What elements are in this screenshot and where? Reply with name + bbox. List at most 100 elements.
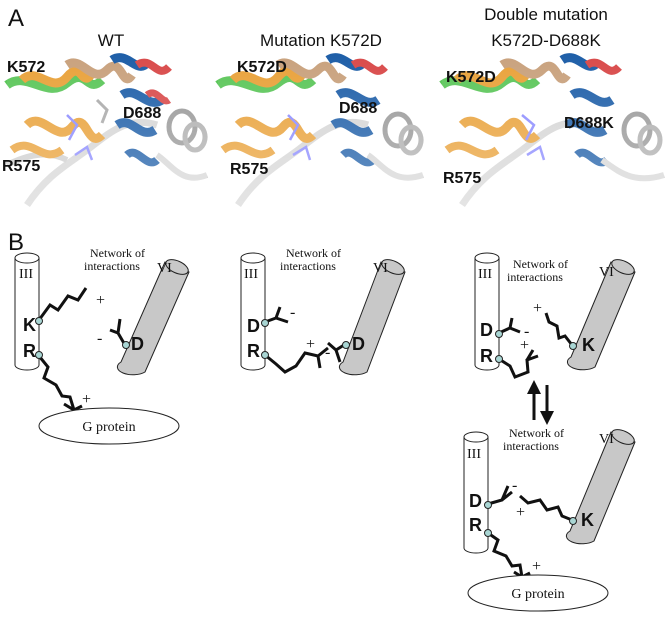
aspartate-sidechain-wt xyxy=(109,318,127,346)
residue-d-double-top: D xyxy=(480,320,493,340)
network-label-double-top-1: Network of xyxy=(513,257,568,271)
residue-r-wt: R xyxy=(23,341,36,361)
structure-2-label-mid: D688 xyxy=(339,100,377,117)
network-label-wt-2: interactions xyxy=(84,259,140,273)
lysine-sidechain-double-top xyxy=(544,312,574,346)
helix-iii-label-single: III xyxy=(244,267,258,282)
structure-3-label-mid: D688K xyxy=(564,115,614,132)
lysine-sidechain-double-bottom xyxy=(519,494,573,522)
helix-vi-single xyxy=(338,259,406,376)
residue-node-d2-single xyxy=(342,341,350,349)
residue-node-d-double-top xyxy=(495,330,503,338)
helix-iii-label-double-bottom: III xyxy=(467,447,481,462)
structure-1-label-bottom: R575 xyxy=(2,158,40,175)
structure-1-label-top: K572 xyxy=(7,59,45,76)
structure-1-title: WT xyxy=(98,31,124,50)
g-protein-label-wt: G protein xyxy=(82,420,135,435)
diagram-double-bottom: III VI Network of interactions - + + D R… xyxy=(463,426,636,612)
structure-image-k572d xyxy=(215,53,424,210)
network-label-double-top-2: interactions xyxy=(507,270,563,284)
residue-k-double-bottom: K xyxy=(581,510,594,530)
helix-vi-wt xyxy=(116,259,190,376)
aspartate-sidechain-single-top xyxy=(264,306,289,324)
residue-r-single: R xyxy=(247,341,260,361)
plus-sign-wt-2: + xyxy=(82,391,91,408)
g-protein-label-double: G protein xyxy=(511,587,564,602)
diagram-double-top: III VI Network of interactions + - + D R… xyxy=(474,252,636,379)
residue-node-k-double-top xyxy=(569,342,577,350)
aspartate-sidechain-single-right xyxy=(327,341,345,363)
residue-node-d-double-bottom xyxy=(484,501,492,509)
network-label-single-1: Network of xyxy=(286,246,341,260)
minus-sign-double-bottom: - xyxy=(512,477,517,494)
residue-node-d-wt xyxy=(122,341,130,349)
structure-image-wt xyxy=(4,53,209,210)
residue-node-k-wt xyxy=(35,317,43,325)
residue-d-double-bottom: D xyxy=(469,491,482,511)
minus-sign-single-1: - xyxy=(290,304,295,321)
equilibrium-arrows xyxy=(527,380,554,425)
structure-3-label-bottom: R575 xyxy=(443,170,481,187)
structure-2-label-top: K572D xyxy=(237,59,287,76)
helix-vi-double-top xyxy=(566,259,636,371)
helix-vi-label-double-bottom: VI xyxy=(599,432,614,447)
plus-sign-double-top-1: + xyxy=(533,300,542,317)
residue-node-r-wt xyxy=(35,351,43,359)
structure-3-label-top: K572D xyxy=(446,69,496,86)
g-protein-double xyxy=(467,574,609,612)
residue-d-wt: D xyxy=(131,334,144,354)
structure-image-double xyxy=(439,53,665,210)
lysine-sidechain-wt xyxy=(37,287,88,321)
plus-sign-double-bottom-1: + xyxy=(516,504,525,521)
helix-vi-label-single: VI xyxy=(373,261,388,276)
residue-k-wt: K xyxy=(23,315,36,335)
helix-iii-wt xyxy=(14,252,40,371)
helix-iii-double-top xyxy=(474,252,500,371)
helix-iii-label-double-top: III xyxy=(478,267,492,282)
residue-node-k-double-bottom xyxy=(569,517,577,525)
aspartate-sidechain-double-bottom xyxy=(487,485,513,506)
panel-a-letter: A xyxy=(8,5,24,32)
helix-iii-double-bottom xyxy=(463,431,489,554)
residue-k-double-top: K xyxy=(582,335,595,355)
g-protein-wt xyxy=(38,407,180,445)
structure-2-label-bottom: R575 xyxy=(230,161,268,178)
residue-r-double-top: R xyxy=(480,346,493,366)
residue-d2-single: D xyxy=(352,334,365,354)
structure-3-title-line-2: K572D-D688K xyxy=(491,31,601,50)
structure-3-title-line-1: Double mutation xyxy=(484,5,608,24)
helix-vi-double-bottom xyxy=(565,429,636,545)
structure-1-label-mid: D688 xyxy=(123,105,161,122)
helix-iii-single xyxy=(240,252,266,371)
residue-node-r-double-bottom xyxy=(484,529,492,537)
arginine-sidechain-single xyxy=(264,346,329,374)
network-label-double-bottom-2: interactions xyxy=(503,439,559,453)
minus-sign-single-2: - xyxy=(325,344,330,361)
arginine-sidechain-wt xyxy=(37,355,83,412)
arginine-sidechain-double-top xyxy=(498,349,539,379)
structure-2-title: Mutation K572D xyxy=(260,31,382,50)
plus-sign-wt-1: + xyxy=(96,292,105,309)
residue-d-single: D xyxy=(247,316,260,336)
residue-r-double-bottom: R xyxy=(469,515,482,535)
residue-node-r-single xyxy=(261,351,269,359)
residue-node-r-double-top xyxy=(495,355,503,363)
network-label-single-2: interactions xyxy=(280,259,336,273)
minus-sign-double-top: - xyxy=(524,323,529,340)
minus-sign-wt: - xyxy=(97,330,102,347)
plus-sign-single: + xyxy=(306,336,315,353)
network-label-wt-1: Network of xyxy=(90,246,145,260)
diagram-single-mutation: III VI Network of interactions - + - D R… xyxy=(240,246,406,376)
helix-iii-label-wt: III xyxy=(19,267,33,282)
aspartate-sidechain-double-top xyxy=(498,317,521,335)
helix-vi-label-double-top: VI xyxy=(599,265,614,280)
plus-sign-double-top-2: + xyxy=(520,337,529,354)
plus-sign-double-bottom-2: + xyxy=(532,558,541,575)
helix-vi-label-wt: VI xyxy=(157,261,172,276)
residue-node-d-single xyxy=(261,319,269,327)
diagram-wt: III VI Network of interactions + - + K R… xyxy=(14,246,190,445)
panel-b-letter: B xyxy=(8,229,24,256)
arginine-sidechain-double-bottom xyxy=(487,531,531,579)
network-label-double-bottom-1: Network of xyxy=(509,426,564,440)
